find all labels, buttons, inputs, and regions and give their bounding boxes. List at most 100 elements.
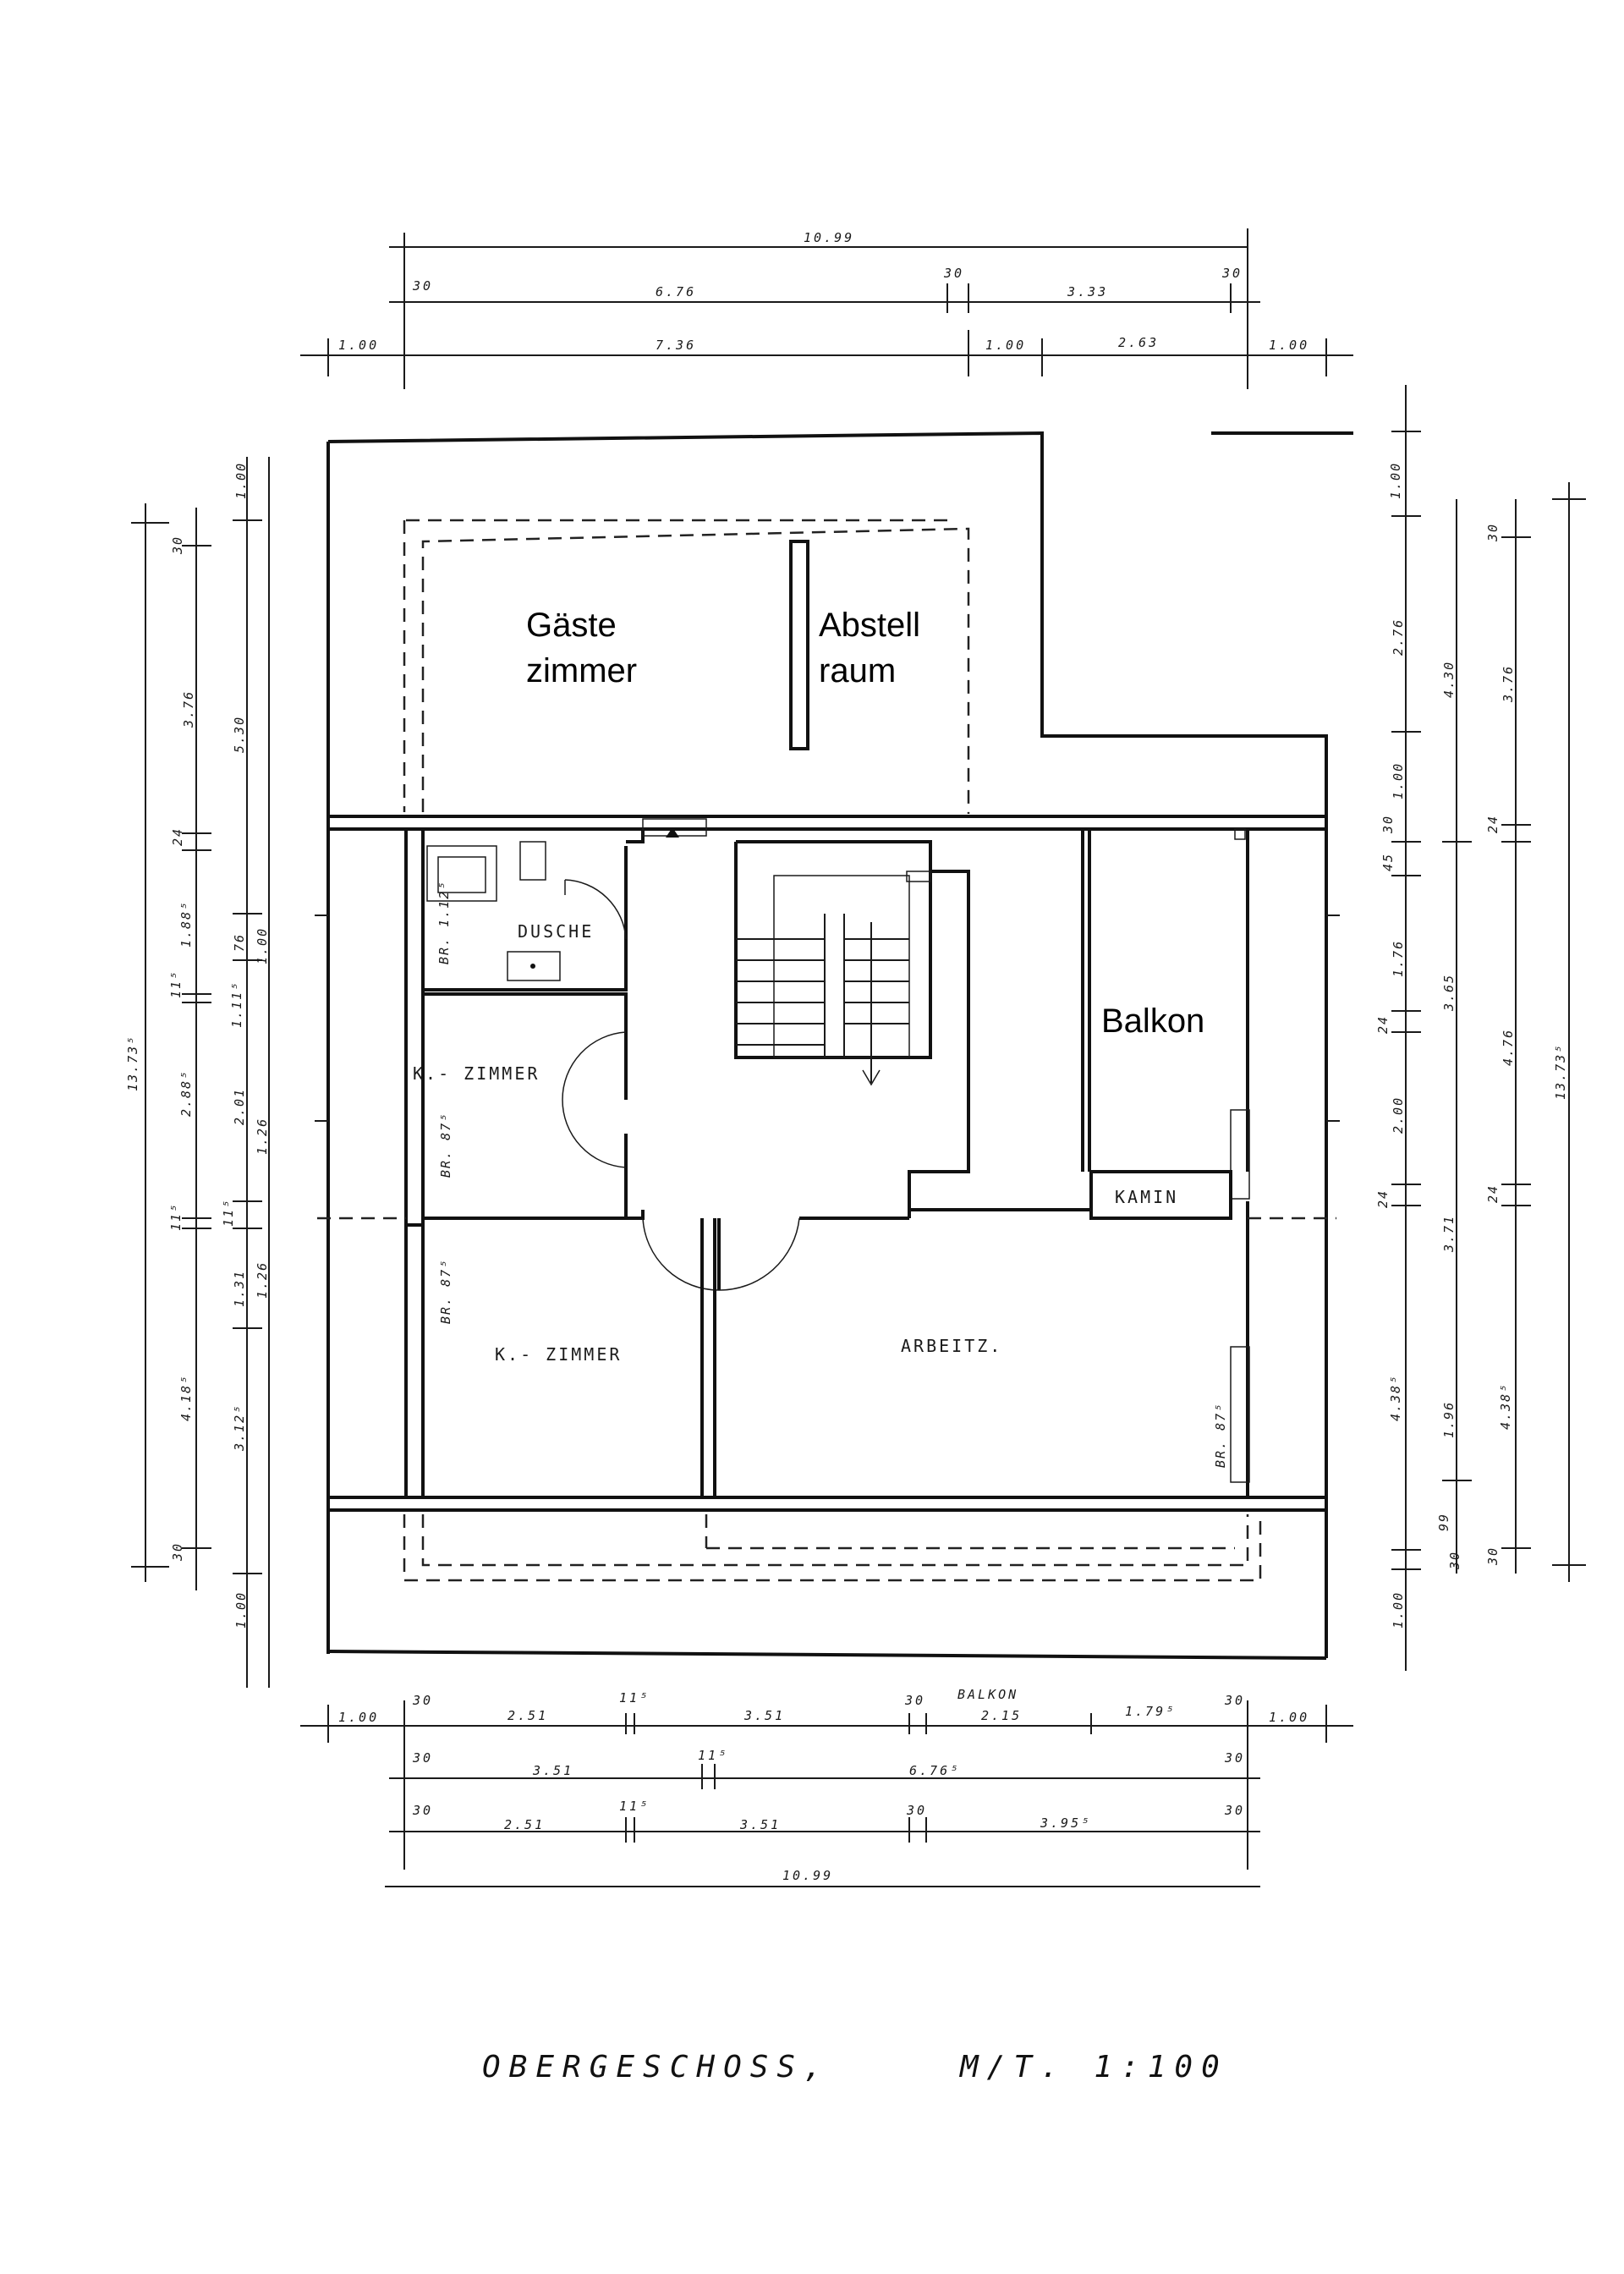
dim-left-c4-0: 1.00 [233,462,249,499]
dim-right-c3-6: 30 [1485,1546,1501,1566]
dim-right-c3-3: 4.76 [1501,1029,1516,1066]
dim-right-c1-3: 30 [1380,815,1396,834]
dim-bot-r1-9: 1.00 [1269,1710,1309,1725]
dim-right-c1-2: 1.00 [1391,762,1406,799]
dim-bot-r1-1: 30 [412,1693,433,1708]
dim-right-c2-4: 99 [1436,1513,1451,1531]
dim-right-outer: 13.73⁵ [1553,1044,1568,1100]
child-room-top: K.- ZIMMER BR. 87⁵ [413,992,628,1220]
dim-top-r2-c: 30 [943,266,964,281]
abstellraum-label-2: raum [819,652,896,689]
abstellraum-label-1: Abstell [819,607,920,644]
dim-bot-r3-2: 11⁵ [619,1799,650,1814]
dim-right-c1-5: 1.76 [1391,940,1406,977]
hall-doors [626,1208,1091,1497]
top-dimension-chains: 10.99 30 6.76 30 3.33 30 1.00 7.36 1.00 … [300,228,1353,389]
arbeitz-label: ARBEITZ. [901,1336,1002,1356]
dim-right-c3-4: 24 [1485,1184,1501,1203]
window-marks [315,915,1340,1220]
dim-right-c3-5: 4.38⁵ [1498,1383,1513,1430]
dim-bot-overall: 10.99 [782,1868,833,1883]
dim-left-c2-8: 30 [170,1542,185,1562]
dim-left-c3-4: 11⁵ [221,1199,236,1227]
dim-top-r3-b: 7.36 [656,338,696,353]
stairwell [626,818,970,1210]
dim-right-c2-5: 30 [1447,1551,1462,1570]
arbeitz-window-note: BR. 87⁵ [1213,1403,1228,1468]
dim-bot-balkon: BALKON [957,1687,1018,1702]
gaestezimmer-label-2: zimmer [526,652,637,689]
dim-bot-r1-5: 30 [904,1693,925,1708]
dim-right-c1-8: 24 [1375,1189,1391,1208]
dim-bot-r1-2: 2.51 [508,1708,548,1723]
dim-left-c2-3: 1.88⁵ [178,901,194,948]
dim-bot-r2-1: 3.51 [532,1763,573,1778]
dim-bot-r3-0: 30 [412,1803,433,1818]
dim-bot-r2-3: 6.76⁵ [909,1763,960,1778]
dim-right-c2-2: 3.71 [1441,1215,1457,1253]
dim-right-c1-10: 1.00 [1391,1591,1406,1629]
dim-bot-r2-0: 30 [412,1750,433,1766]
dim-bot-r1-8: 30 [1224,1693,1245,1708]
dim-left-c3-2: 1.11⁵ [229,981,244,1028]
lower-rooms: K.- ZIMMER BR. 87⁵ ARBEITZ. BR. 87⁵ [406,1223,1228,1468]
left-dimension-chains: 13.73⁵ 30 3.76 24 1.88⁵ 11⁵ 2.88⁵ 11⁵ 4.… [125,457,270,1688]
bottom-dimension-chains: 1.00 30 2.51 11⁵ 3.51 30 BALKON 2.15 1.7… [300,1687,1353,1887]
dim-bot-r3-4: 30 [906,1803,927,1818]
dim-left-c3-1: 76 [232,933,247,952]
drawing-title: OBERGESCHOSS, M/T. 1:100 [482,2050,1228,2084]
dim-top-r3-d: 2.63 [1118,335,1159,350]
balkon-label: Balkon [1101,1002,1204,1040]
dim-top-r3-c: 1.00 [985,338,1026,353]
dim-left-c3-5: 1.31 [232,1270,247,1307]
dim-left-outer: 13.73⁵ [125,1035,140,1091]
gaestezimmer-label-1: Gäste [526,607,617,644]
dim-right-c1-9: 4.38⁵ [1388,1375,1403,1421]
dim-bot-r1-7: 1.79⁵ [1125,1704,1176,1719]
kzimmer-bottom-label: K.- ZIMMER [495,1344,622,1365]
dim-bot-r2-2: 11⁵ [698,1748,728,1763]
dim-left-c3-3: 2.01 [232,1088,247,1125]
kzimmer-top-label: K.- ZIMMER [413,1063,540,1084]
dim-right-c3-1: 3.76 [1501,665,1516,703]
right-dimension-chains: 1.00 2.76 1.00 30 45 1.76 24 2.00 24 4.3… [1375,385,1586,1671]
dim-bot-r2-4: 30 [1224,1750,1245,1766]
dim-bot-r1-6: 2.15 [981,1708,1022,1723]
shower-room: DUSCHE BR. 1.12⁵ [423,841,628,991]
dim-top-r2-b: 6.76 [656,284,696,299]
upper-room-labels: Gäste zimmer Abstell raum [526,607,920,689]
dim-left-c2-5: 2.88⁵ [178,1070,194,1117]
storage-divider [789,540,809,750]
dim-left-c3-0: 5.30 [232,716,247,753]
kamin: KAMIN [1089,1170,1232,1220]
dim-left-c4-4: 1.00 [233,1591,249,1629]
title-label: OBERGESCHOSS, [482,2050,831,2084]
dim-top-r2-e: 30 [1221,266,1243,281]
kz-bottom-window-note: BR. 87⁵ [438,1259,453,1324]
dim-left-c2-0: 30 [170,536,185,555]
dim-right-c1-4: 45 [1380,853,1396,871]
dim-bot-r3-6: 30 [1224,1803,1245,1818]
dim-left-c2-7: 4.18⁵ [178,1375,194,1421]
dusche-label: DUSCHE [518,921,594,942]
dim-right-c3-2: 24 [1485,815,1501,833]
dim-bot-r3-3: 3.51 [739,1817,781,1832]
dim-bot-r3-5: 3.95⁵ [1040,1815,1091,1831]
dim-left-c2-6: 11⁵ [168,1203,184,1231]
scale-label: M/T. 1:100 [958,2050,1228,2084]
dim-bot-r1-0: 1.00 [338,1710,379,1725]
dim-bot-r1-3: 11⁵ [619,1690,650,1706]
dim-right-c2-0: 4.30 [1441,661,1457,698]
dim-top-r2-a: 30 [412,278,433,294]
dim-top-r2-d: 3.33 [1067,284,1108,299]
dim-right-c2-1: 3.65 [1441,974,1457,1012]
dim-left-c4-3: 1.26 [255,1261,270,1299]
balcony-area: Balkon [1081,828,1250,1497]
dusche-window-note: BR. 1.12⁵ [436,881,452,964]
dim-top-r3-e: 1.00 [1269,338,1309,353]
kz-top-window-note: BR. 87⁵ [438,1112,453,1178]
dim-left-c4-1: 1.00 [255,927,270,964]
dim-left-c2-4: 11⁵ [168,970,184,998]
kamin-label: KAMIN [1115,1187,1178,1207]
